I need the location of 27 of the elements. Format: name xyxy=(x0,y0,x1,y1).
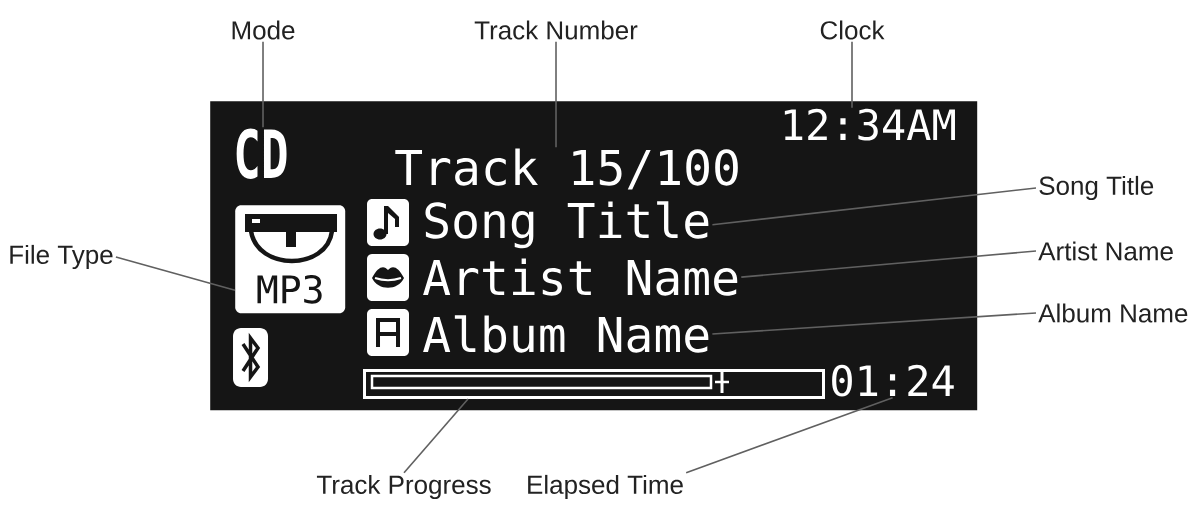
album-name-line: Album Name xyxy=(423,315,709,353)
leader-line xyxy=(711,312,1037,335)
leader-line xyxy=(685,397,894,474)
leader-line xyxy=(711,187,1037,226)
progress-bar xyxy=(363,369,825,399)
callout-label: Song Title xyxy=(1039,175,1154,201)
leader-line xyxy=(740,250,1037,278)
clock-readout: 12:34AM xyxy=(784,108,955,141)
callout-label: Mode xyxy=(232,20,295,40)
track-counter: Track 15/100 xyxy=(395,148,738,190)
song-title-line: Song Title xyxy=(425,201,709,249)
callout-label: Album Name xyxy=(1038,303,1188,323)
leader-line xyxy=(115,256,236,291)
display-screen xyxy=(210,101,978,411)
callout-label: Clock xyxy=(820,20,885,40)
leader-line xyxy=(403,398,469,474)
leader-line xyxy=(555,40,557,149)
callout-label: Track Number xyxy=(474,20,638,40)
leader-line xyxy=(262,40,264,129)
mode-indicator: CD xyxy=(236,128,287,179)
artist-name-line: Artist Name xyxy=(423,258,738,296)
time-readout: 01:24 xyxy=(832,364,954,397)
leader-line xyxy=(851,40,853,109)
callout-label: Track Progress xyxy=(316,474,491,500)
callout-label: Elapsed Time xyxy=(528,474,683,500)
callout-label: File Type xyxy=(10,244,113,270)
callout-label: Artist Name xyxy=(1038,241,1173,261)
